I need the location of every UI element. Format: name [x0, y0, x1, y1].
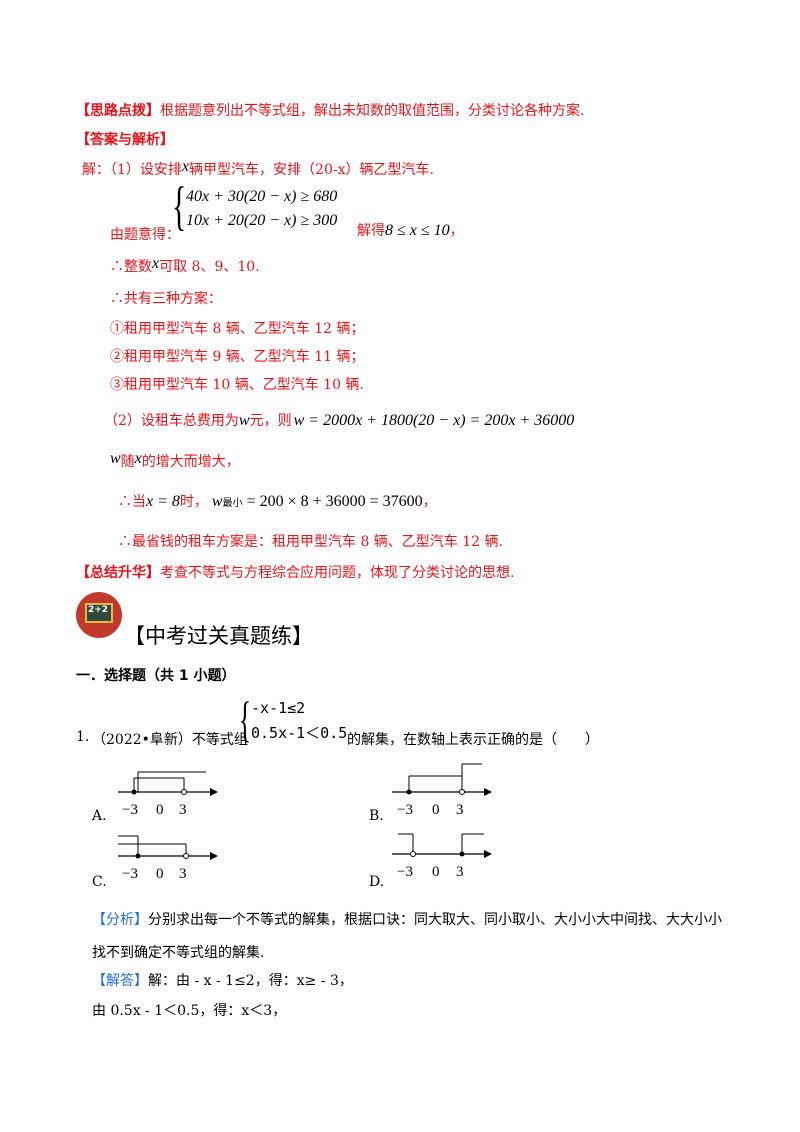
- tick-neg3: −3: [122, 802, 138, 818]
- wmin-end: ，: [422, 494, 437, 510]
- part2-mid: 元，则: [249, 413, 292, 429]
- when-line: ∴当x = 8时，w最小= 200 × 8 + 36000 = 37600，: [118, 491, 437, 511]
- three-plans: ∴共有三种方案：: [110, 291, 222, 307]
- question-tail: 的解集，在数轴上表示正确的是（ ）: [347, 732, 599, 748]
- analysis-text-2: 找不到确定不等式组的解集.: [92, 945, 265, 961]
- tick-3: 3: [179, 802, 187, 818]
- integer-line: ∴整数x可取 8、9、10.: [110, 255, 260, 276]
- analysis-text-1: 分别求出每一个不等式的解集，根据口诀：同大取大、同小取小、大小小大中间找、大大小…: [148, 912, 722, 928]
- analysis-line-1: 【分析】分别求出每一个不等式的解集，根据口诀：同大取大、同小取小、大小小大中间找…: [92, 909, 722, 929]
- var-x-2: x: [152, 255, 160, 272]
- solution-line-1: 解：（1）设安排x辆甲型汽车，安排（20-x）辆乙型汽车.: [82, 158, 434, 179]
- tip-text: 根据题意列出不等式组，解出未知数的取值范围，分类讨论各种方案.: [160, 103, 585, 119]
- tick-0: 0: [432, 802, 440, 818]
- by-title: 由题意得：: [110, 227, 180, 243]
- analysis-label: 【分析】: [92, 912, 148, 928]
- wmin-sub: 最小: [222, 498, 243, 509]
- tick-0: 0: [432, 864, 440, 880]
- part2-pre: （2）设租车总费用为: [104, 413, 239, 429]
- left-brace: {: [172, 176, 187, 236]
- w-follow: 随: [120, 454, 135, 470]
- section-icon: 2+2: [76, 592, 122, 638]
- question-ineq-1: -x-1≤2: [251, 699, 306, 717]
- tick-neg3: −3: [122, 866, 138, 882]
- tip-line: 【思路点拨】根据题意列出不等式组，解出未知数的取值范围，分类讨论各种方案.: [76, 100, 584, 120]
- answer-line-1: 【解答】解：由 - x - 1≤2，得：x≥ - 3，: [92, 970, 353, 990]
- w-formula: w = 2000x + 1800(20 − x) = 200x + 36000: [293, 412, 575, 429]
- blackboard-icon: 2+2: [88, 605, 109, 615]
- tick-3: 3: [456, 802, 464, 818]
- solution-line-1-text: 解：由 - x - 1≤2，得：x≥ - 3，: [148, 973, 353, 989]
- wmin-w: w: [211, 493, 223, 510]
- solution-prefix: 解：（1）设安排: [82, 162, 182, 178]
- var-w-2: w: [110, 450, 121, 467]
- question-number: 1.: [76, 729, 90, 745]
- solution-answer-label: 【解答】: [92, 973, 148, 989]
- section-heading: 一．选择题（共 1 小题）: [76, 668, 236, 684]
- question-ineq-2: 0.5x-1＜0.5: [251, 724, 348, 742]
- system-line-1: 40x + 30(20 − x) ≥ 680: [186, 188, 338, 205]
- integer-post: 可取 8、9、10.: [159, 259, 260, 275]
- when-post: 时，: [179, 494, 208, 510]
- solve-result-line: 解得8 ≤ x ≤ 10，: [357, 220, 464, 240]
- tick-3: 3: [179, 866, 187, 882]
- solve-label: 解得: [357, 223, 385, 239]
- section-title: 【中考过关真题练】: [124, 624, 313, 648]
- option-d-label[interactable]: D.: [369, 874, 385, 890]
- question-brace: {: [239, 691, 251, 747]
- solution-mid: 辆甲型汽车，安排（20-x）辆乙型汽车.: [189, 162, 434, 178]
- integer-pre: ∴整数: [110, 259, 152, 275]
- option-a-numberline[interactable]: −3 0 3: [110, 762, 220, 824]
- tick-neg3: −3: [397, 802, 413, 818]
- solve-end: ，: [449, 223, 464, 239]
- var-x: x: [181, 158, 190, 175]
- answer-line-2: 由 0.5x - 1＜0.5，得：x＜3，: [92, 1003, 287, 1019]
- summary-text: 考查不等式与方程综合应用问题，体现了分类讨论的思想.: [160, 565, 515, 581]
- option-c-label[interactable]: C.: [92, 874, 107, 890]
- when-pre: ∴当: [118, 494, 146, 510]
- w-increase-line: w随x的增大而增大，: [110, 450, 240, 471]
- summary-label: 【总结升华】: [76, 565, 160, 581]
- option-c-numberline[interactable]: −3 0 3: [110, 826, 220, 888]
- var-x-3: x: [134, 450, 142, 467]
- w-follow-2: 的增大而增大，: [141, 454, 240, 470]
- summary-line: 【总结升华】考查不等式与方程综合应用问题，体现了分类讨论的思想.: [76, 562, 514, 582]
- tip-label: 【思路点拨】: [76, 103, 160, 119]
- tick-neg3: −3: [397, 864, 413, 880]
- plan-2: ②租用甲型汽车 9 辆、乙型汽车 11 辆；: [110, 349, 365, 365]
- cheapest-plan: ∴最省钱的租车方案是：租用甲型汽车 8 辆、乙型汽车 12 辆.: [118, 534, 503, 550]
- wmin-expr: = 200 × 8 + 36000 = 37600: [246, 493, 423, 510]
- tick-0: 0: [156, 802, 164, 818]
- option-a-label[interactable]: A.: [92, 808, 107, 824]
- option-d-numberline[interactable]: −3 0 3: [388, 826, 498, 888]
- option-b-numberline[interactable]: −3 0 3: [388, 760, 498, 824]
- answer-label: 【答案与解析】: [76, 132, 174, 148]
- system-line-2: 10x + 20(20 − x) ≥ 300: [186, 212, 338, 229]
- when-x: x = 8: [146, 493, 180, 510]
- var-w: w: [238, 412, 250, 429]
- solve-result: 8 ≤ x ≤ 10: [385, 222, 450, 239]
- option-b-label[interactable]: B.: [369, 808, 384, 824]
- tick-3: 3: [456, 864, 464, 880]
- plan-3: ③租用甲型汽车 10 辆、乙型汽车 10 辆.: [110, 377, 364, 393]
- question-source: （2022•阜新）不等式组: [92, 732, 248, 748]
- tick-0: 0: [156, 866, 164, 882]
- plan-1: ①租用甲型汽车 8 辆、乙型汽车 12 辆；: [110, 321, 365, 337]
